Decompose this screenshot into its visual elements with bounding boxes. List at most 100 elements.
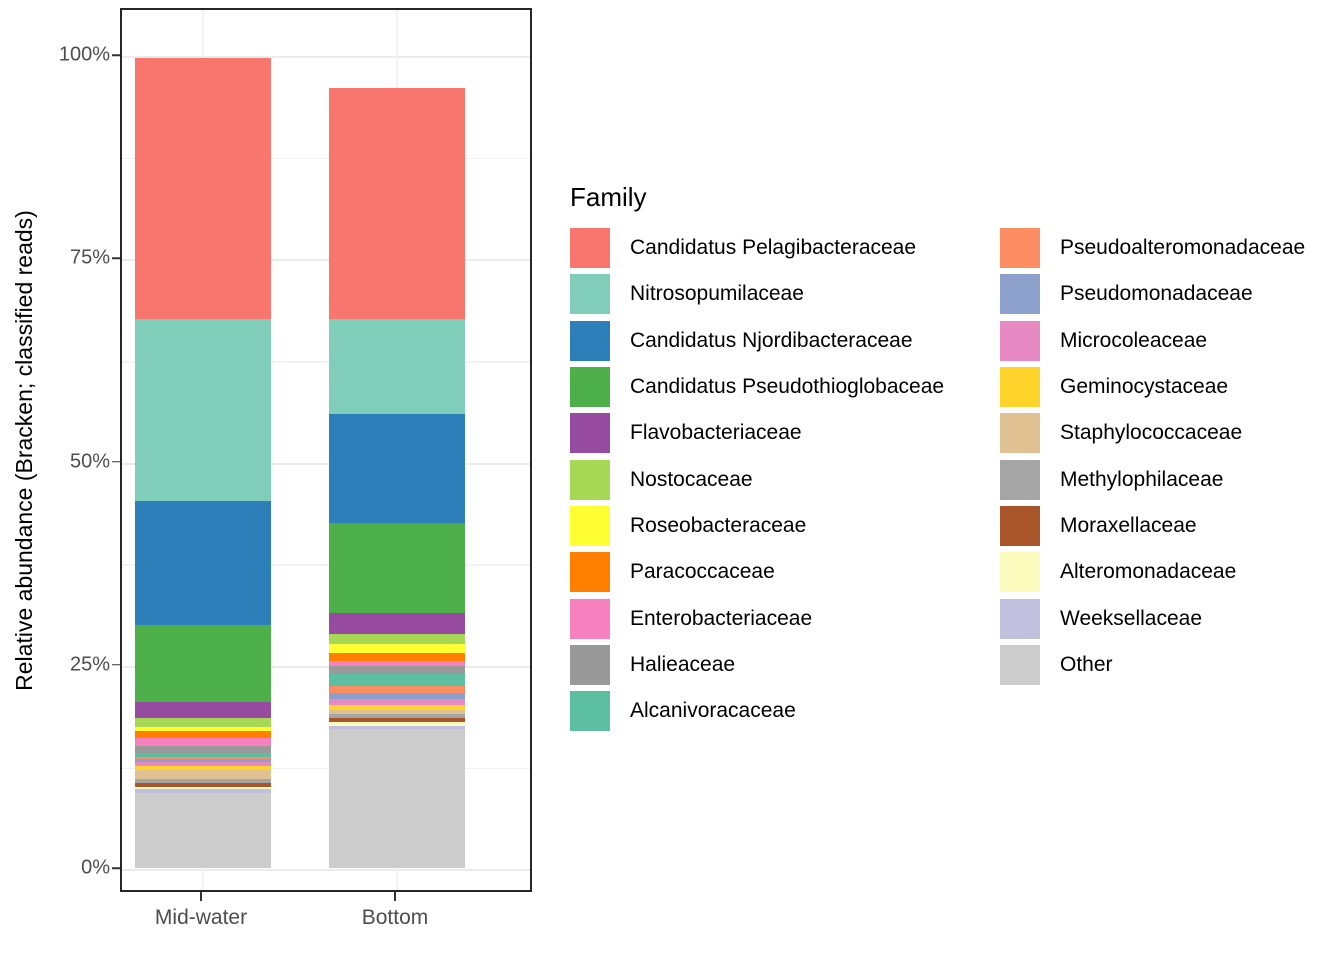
legend-item[interactable]: Alcanivoracaceae: [560, 688, 990, 734]
legend-swatch-icon: [1000, 459, 1040, 500]
plot-panel: [120, 8, 532, 892]
bar-segment[interactable]: [135, 746, 271, 754]
legend-item[interactable]: Nostocaceae: [560, 456, 990, 502]
bar-segment[interactable]: [135, 756, 271, 760]
y-axis-title-text: Relative abundance (Bracken; classified …: [10, 209, 37, 691]
y-tick-label: 25%: [69, 653, 110, 676]
legend-swatch-icon: [570, 320, 610, 361]
legend-label: Alteromonadaceae: [1060, 560, 1237, 584]
legend-item[interactable]: Weeksellaceae: [990, 595, 1334, 641]
legend-label: Roseobacteraceae: [630, 513, 807, 537]
legend-label: Pseudomonadaceae: [1060, 282, 1253, 306]
legend-swatch-icon: [1000, 552, 1040, 593]
legend-item[interactable]: Candidatus Pseudothioglobaceae: [560, 364, 990, 410]
bar-segment[interactable]: [329, 710, 465, 715]
bar-segment[interactable]: [135, 762, 271, 766]
legend-item[interactable]: Geminocystaceae: [990, 364, 1334, 410]
bar-segment[interactable]: [329, 660, 465, 666]
legend-swatch-icon: [1000, 598, 1040, 639]
bar-segment[interactable]: [135, 782, 271, 787]
legend-item[interactable]: Staphylococcaceae: [990, 410, 1334, 456]
legend-swatch-icon: [570, 505, 610, 546]
bar-segment[interactable]: [329, 725, 465, 729]
bar-segment[interactable]: [329, 717, 465, 722]
legend-item[interactable]: Microcoleaceae: [990, 318, 1334, 364]
x-tick-mark: [394, 892, 396, 901]
gridline-major: [122, 462, 530, 465]
legend-swatch-icon: [1000, 644, 1040, 685]
bar-segment[interactable]: [135, 737, 271, 747]
plot-block: Relative abundance (Bracken; classified …: [0, 0, 560, 960]
legend-label: Candidatus Pelagibacteraceae: [630, 236, 917, 260]
bar-segment[interactable]: [329, 522, 465, 613]
legend-item[interactable]: Moraxellaceae: [990, 503, 1334, 549]
bar-segment[interactable]: [135, 753, 271, 757]
bar-mid-water[interactable]: [135, 57, 271, 868]
legend-label: Enterobacteriaceae: [630, 606, 813, 630]
bar-segment[interactable]: [135, 786, 271, 790]
bar-segment[interactable]: [329, 698, 465, 706]
legend-item[interactable]: Enterobacteriaceae: [560, 595, 990, 641]
bar-segment[interactable]: [135, 769, 271, 779]
legend-label: Other: [1060, 652, 1113, 676]
y-tick-mark: [112, 54, 120, 56]
bar-segment[interactable]: [135, 765, 271, 770]
bar-segment[interactable]: [135, 318, 271, 501]
bar-segment[interactable]: [329, 665, 465, 674]
legend-swatch-icon: [1000, 413, 1040, 454]
bar-segment[interactable]: [329, 87, 465, 320]
legend-item[interactable]: Candidatus Pelagibacteraceae: [560, 225, 990, 271]
bar-segment[interactable]: [135, 717, 271, 727]
bar-segment[interactable]: [329, 643, 465, 653]
legend-label: Geminocystaceae: [1060, 375, 1229, 399]
bar-segment[interactable]: [329, 721, 465, 726]
bar-segment[interactable]: [329, 714, 465, 718]
bar-segment[interactable]: [329, 673, 465, 686]
legend-item[interactable]: Pseudoalteromonadaceae: [990, 225, 1334, 271]
bar-segment[interactable]: [329, 705, 465, 711]
bar-segment[interactable]: [329, 612, 465, 634]
bar-segment[interactable]: [135, 759, 271, 763]
bar-segment[interactable]: [135, 778, 271, 783]
bar-segment[interactable]: [329, 652, 465, 661]
legend-item[interactable]: Roseobacteraceae: [560, 503, 990, 549]
y-tick-label: 75%: [69, 246, 110, 269]
legend-item[interactable]: Paracoccaceae: [560, 549, 990, 595]
bar-segment[interactable]: [329, 633, 465, 644]
y-tick-mark: [112, 867, 120, 869]
bar-segment[interactable]: [329, 728, 465, 868]
legend-item[interactable]: Flavobacteriaceae: [560, 410, 990, 456]
bar-segment[interactable]: [135, 731, 271, 738]
legend-item[interactable]: Candidatus Njordibacteraceae: [560, 318, 990, 364]
bar-segment[interactable]: [135, 500, 271, 625]
bar-segment[interactable]: [135, 789, 271, 794]
bar-segment[interactable]: [329, 693, 465, 699]
legend-item[interactable]: Pseudomonadaceae: [990, 271, 1334, 317]
gridline-minor: [122, 767, 530, 770]
legend-swatch-icon: [570, 367, 610, 408]
bar-segment[interactable]: [329, 319, 465, 415]
legend-label: Paracoccaceae: [630, 560, 775, 584]
legend-label: Methylophilaceae: [1060, 467, 1224, 491]
legend-item[interactable]: Methylophilaceae: [990, 456, 1334, 502]
bar-segment[interactable]: [329, 685, 465, 694]
bar-segment[interactable]: [135, 702, 271, 718]
bar-segment[interactable]: [135, 57, 271, 319]
bar-segment[interactable]: [135, 624, 271, 703]
bar-segment[interactable]: [329, 414, 465, 523]
y-axis-tick-labels: 0%25%50%75%100%: [44, 0, 120, 960]
legend-item[interactable]: Alteromonadaceae: [990, 549, 1334, 595]
legend-label: Flavobacteriaceae: [630, 421, 802, 445]
legend-item[interactable]: Nitrosopumilaceae: [560, 271, 990, 317]
legend-swatch-icon: [1000, 228, 1040, 269]
bar-segment[interactable]: [135, 726, 271, 732]
legend-item[interactable]: Halieaceae: [560, 642, 990, 688]
legend-item[interactable]: Other: [990, 642, 1334, 688]
bar-segment[interactable]: [135, 793, 271, 868]
bar-bottom[interactable]: [329, 87, 465, 868]
